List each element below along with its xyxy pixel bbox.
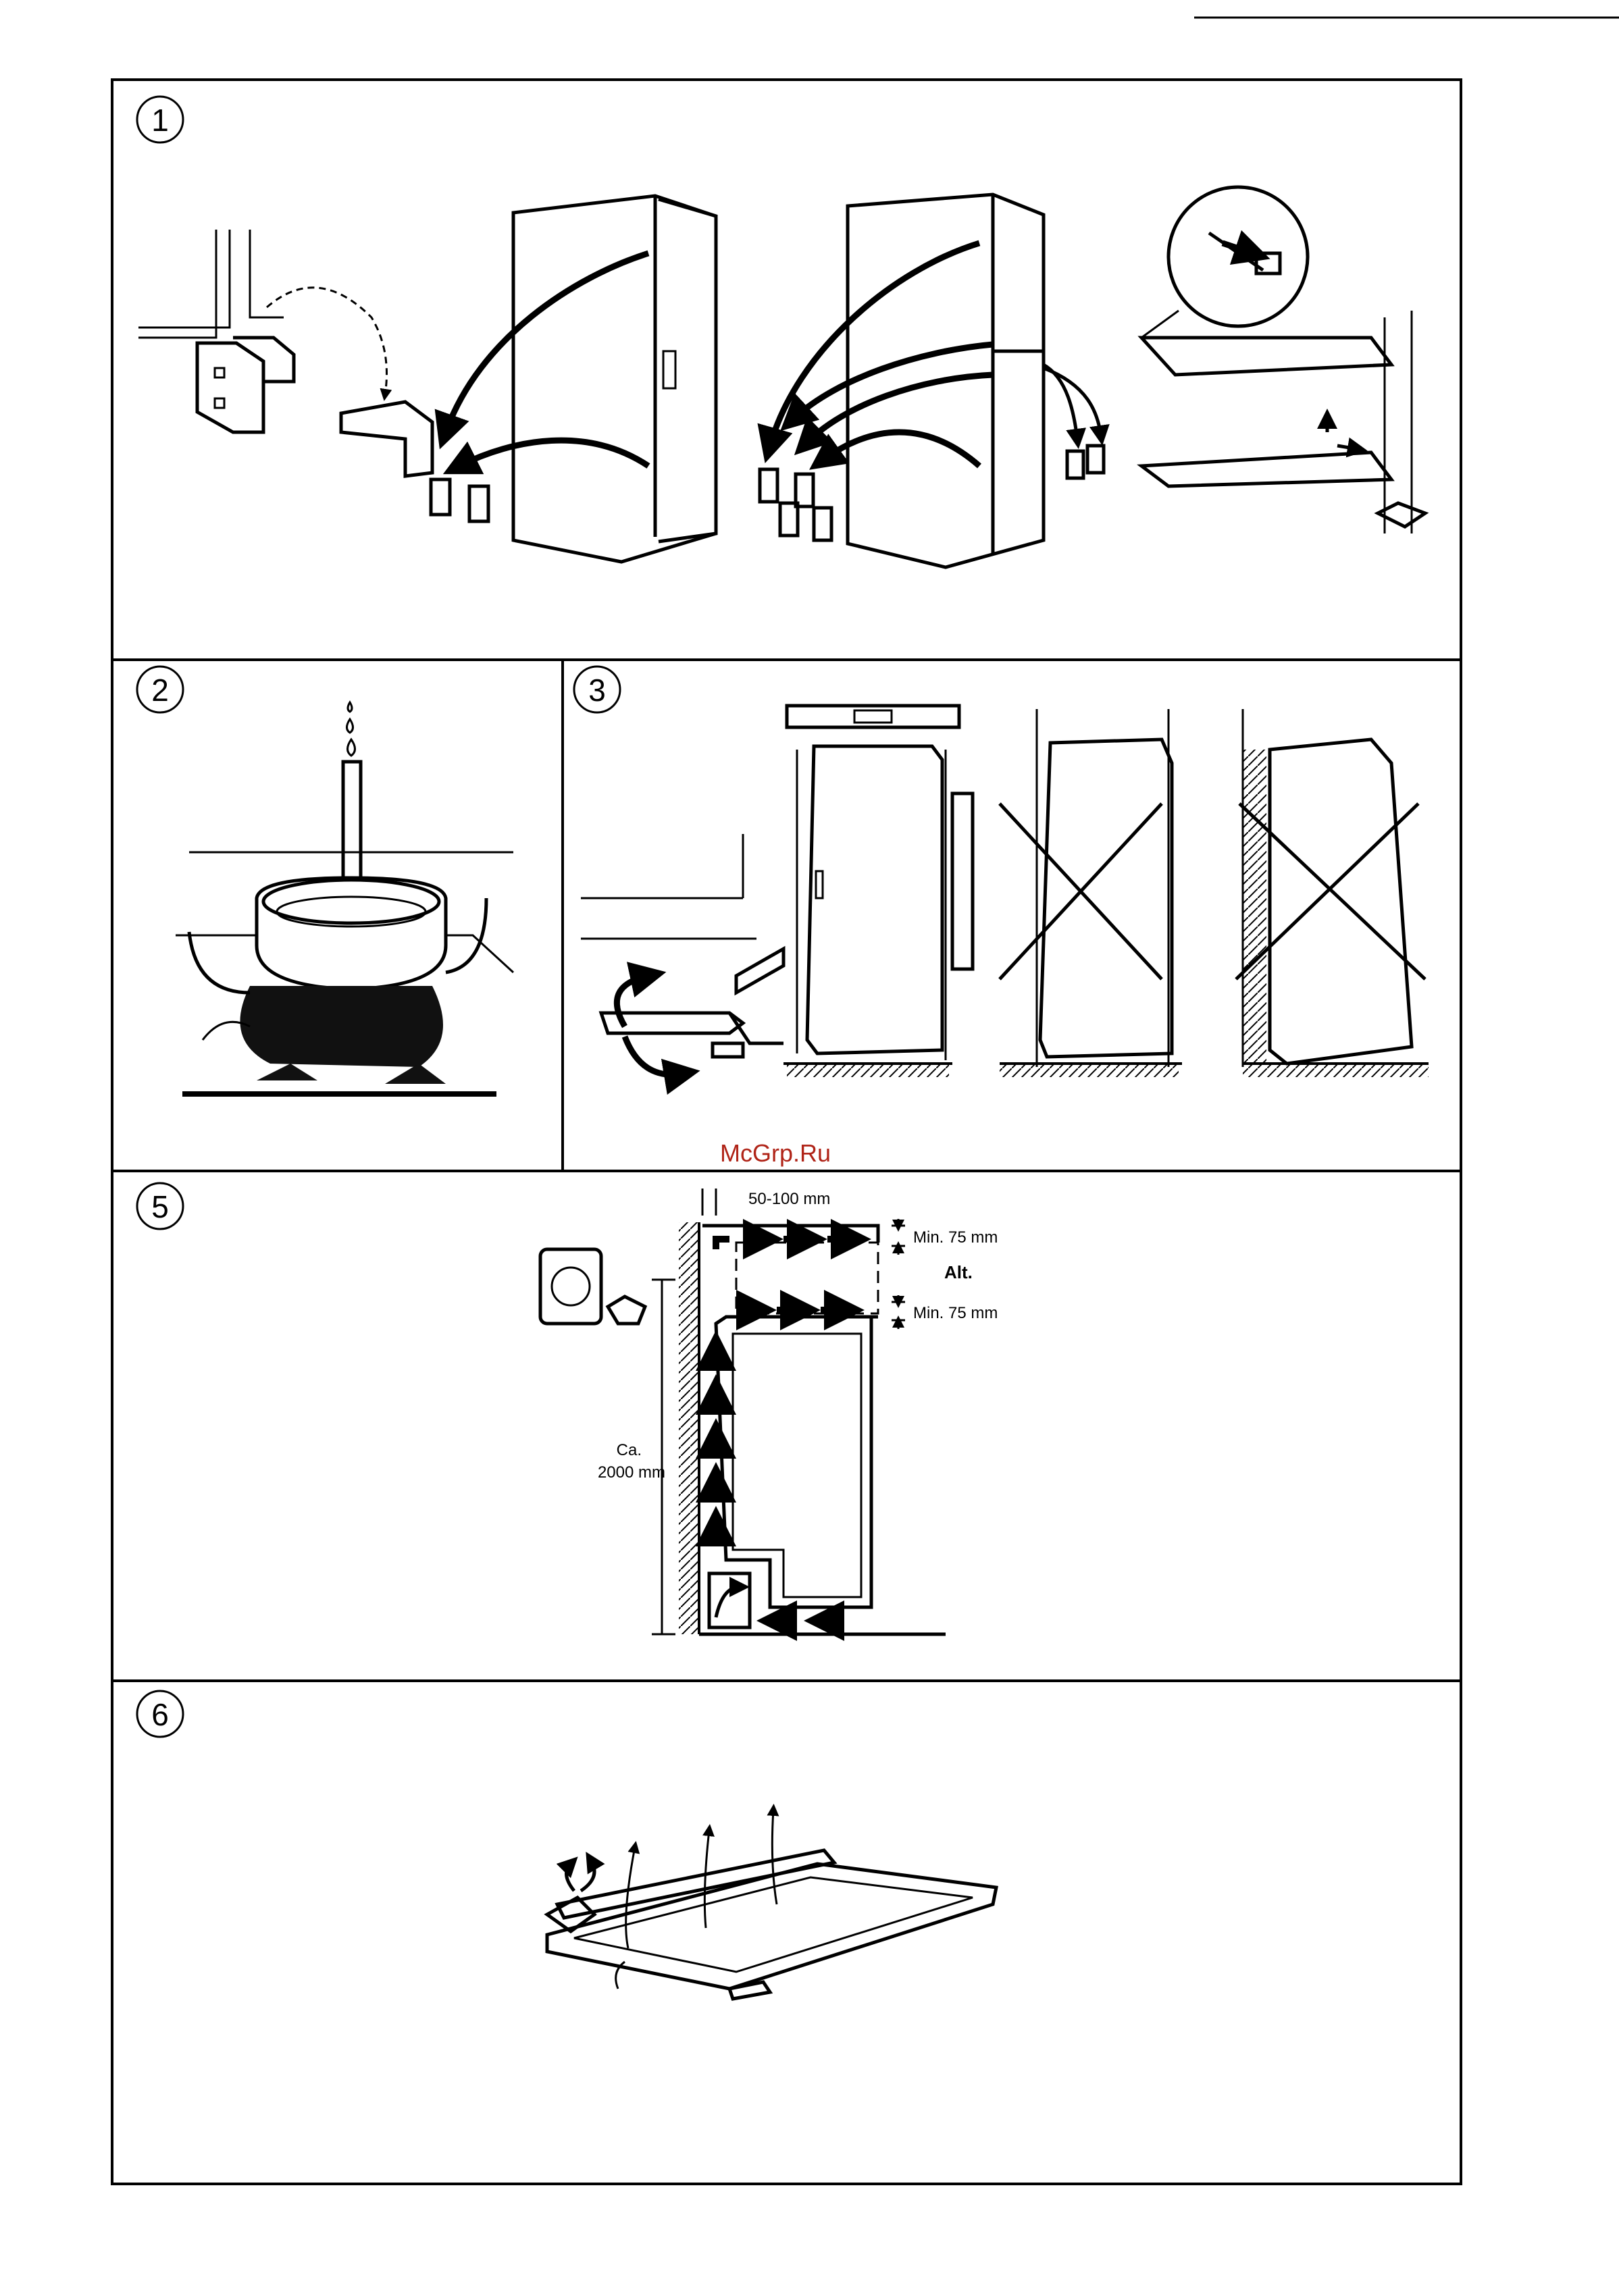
panel-6: 6 (137, 1691, 996, 1999)
panel-2-number: 2 (151, 673, 169, 708)
compressor-illustration (176, 702, 513, 1094)
height-value: 2000 mm (598, 1463, 665, 1482)
watermark-text: McGrp.Ru (720, 1139, 831, 1167)
panel-6-number: 6 (151, 1697, 169, 1732)
panel-1: 1 (137, 97, 1425, 567)
alt-label: Alt. (944, 1262, 973, 1282)
panel-5-number: 5 (151, 1189, 169, 1224)
alt-cavity (736, 1243, 878, 1313)
ventilation-diagram: 50-100 mm Min. 75 mm Alt. Min. 75 mm Ca.… (540, 1189, 998, 1634)
panel-2: 2 (137, 667, 513, 1094)
levelling-illustration (581, 706, 1429, 1077)
panel-3-number: 3 (588, 673, 606, 708)
wall-socket (540, 1249, 601, 1324)
glass-shelf-illustration (547, 1810, 996, 1999)
height-prefix: Ca. (617, 1441, 642, 1459)
lower-clearance-label: Min. 75 mm (913, 1304, 998, 1322)
top-clearance-label: Min. 75 mm (913, 1228, 998, 1247)
spirit-level-horizontal (787, 706, 959, 727)
panel-5: 5 (137, 1183, 998, 1634)
hinge-illustration (138, 230, 432, 476)
panel-3: 3 (574, 667, 1429, 1077)
fridge-double-door (760, 194, 1104, 567)
outer-frame (112, 80, 1461, 2184)
wall-hatch (679, 1222, 699, 1634)
door-shelf-detail (1141, 187, 1425, 533)
panel-1-number: 1 (151, 103, 169, 138)
gap-label: 50-100 mm (748, 1190, 830, 1208)
fridge-single-door (431, 196, 716, 562)
spirit-level-vertical (952, 793, 973, 969)
